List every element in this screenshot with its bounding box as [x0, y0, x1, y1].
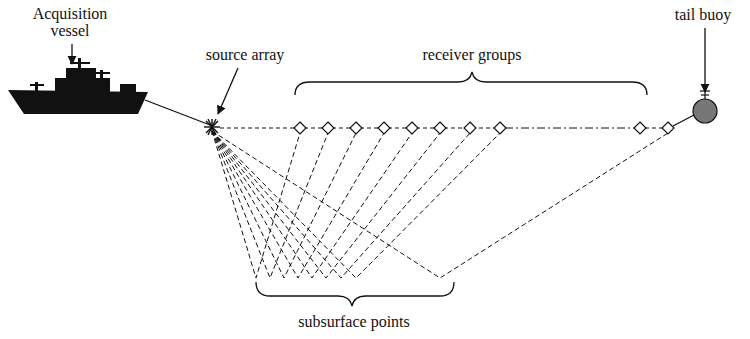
- bracket: [256, 282, 454, 306]
- ray-path: [212, 131, 412, 278]
- leader-arrow: [704, 28, 705, 92]
- buoy-line: [673, 115, 694, 126]
- receiver-diamond: [634, 122, 646, 134]
- receiver-diamond: [378, 122, 390, 134]
- tow-line: [145, 100, 210, 125]
- receiver-diamond: [662, 122, 674, 134]
- receiver-diamond: [464, 122, 476, 134]
- ray-path: [212, 131, 356, 278]
- receiver-diamond: [350, 122, 362, 134]
- leader-arrow: [71, 44, 72, 64]
- leader-arrow: [218, 68, 238, 114]
- bracket: [295, 72, 647, 95]
- receiver-diamond: [494, 122, 506, 134]
- source-label: source array: [206, 46, 285, 63]
- tail-buoy-symbol: [693, 86, 717, 123]
- vessel-silhouette: [8, 58, 148, 114]
- ray-path: [212, 131, 668, 278]
- receivers-label: receiver groups: [422, 46, 521, 63]
- receiver-diamond: [434, 122, 446, 134]
- ray-path: [212, 131, 384, 278]
- vessel-label: Acquisition vessel: [22, 5, 118, 39]
- receiver-diamond: [294, 122, 306, 134]
- buoy-label: tail buoy: [675, 6, 731, 23]
- subsurface-label: subsurface points: [298, 313, 410, 330]
- receiver-groups: [294, 122, 674, 134]
- receiver-diamond: [406, 122, 418, 134]
- streamer-line: [505, 128, 640, 129]
- ray-paths: [212, 131, 668, 278]
- ray-path: [212, 131, 470, 278]
- receiver-diamond: [322, 122, 334, 134]
- ray-path: [212, 131, 500, 278]
